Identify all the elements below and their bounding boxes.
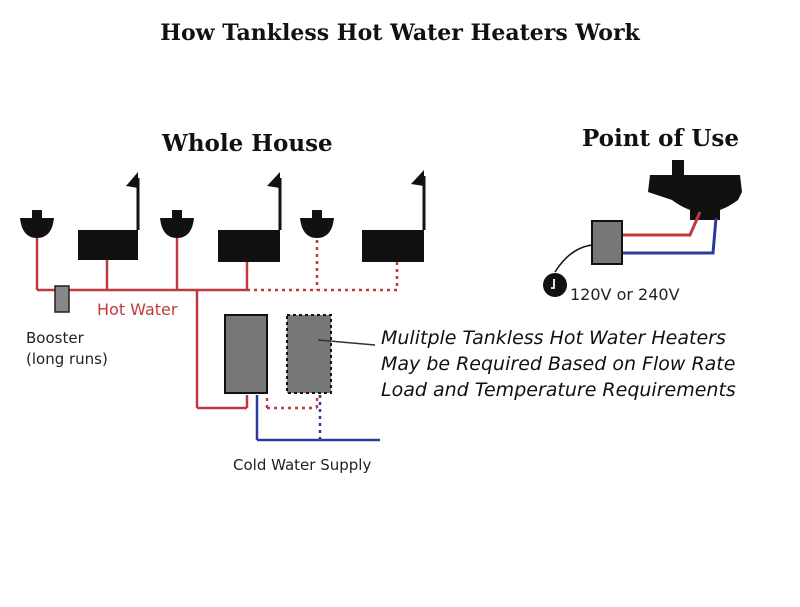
sink-icon	[20, 210, 54, 238]
diagram-title: How Tankless Hot Water Heaters Work	[160, 20, 640, 46]
point-of-use-pipes	[622, 211, 718, 255]
multiple-heaters-note: Mulitple Tankless Hot Water Heaters May …	[381, 327, 736, 401]
shower-tub-icon	[78, 172, 140, 260]
booster-label-line1: Booster	[26, 329, 84, 347]
booster-heater	[54, 285, 70, 313]
point-of-use-sink-icon	[648, 160, 742, 220]
point-of-use-heading: Point of Use	[582, 125, 739, 152]
sink-icon	[160, 210, 194, 238]
power-plug-icon	[543, 273, 567, 297]
point-of-use-heater	[591, 220, 623, 265]
cold-water-supply-label: Cold Water Supply	[233, 456, 372, 474]
power-cord	[554, 244, 593, 273]
shower-tub-icon	[218, 172, 282, 262]
booster-label-line2: (long runs)	[26, 350, 108, 368]
tankless-heater-2	[286, 314, 332, 394]
shower-tub-icon	[362, 170, 426, 262]
sink-icon	[300, 210, 334, 238]
whole-house-heading: Whole House	[162, 130, 333, 157]
note-leader-line	[317, 339, 376, 346]
cold-water-pipes	[255, 395, 380, 442]
hot-water-pipes-dotted	[247, 240, 399, 410]
tankless-heater-1	[224, 314, 268, 394]
hot-water-label: Hot Water	[97, 300, 178, 319]
voltage-label: 120V or 240V	[570, 285, 680, 304]
hot-water-pipes	[35, 238, 249, 410]
